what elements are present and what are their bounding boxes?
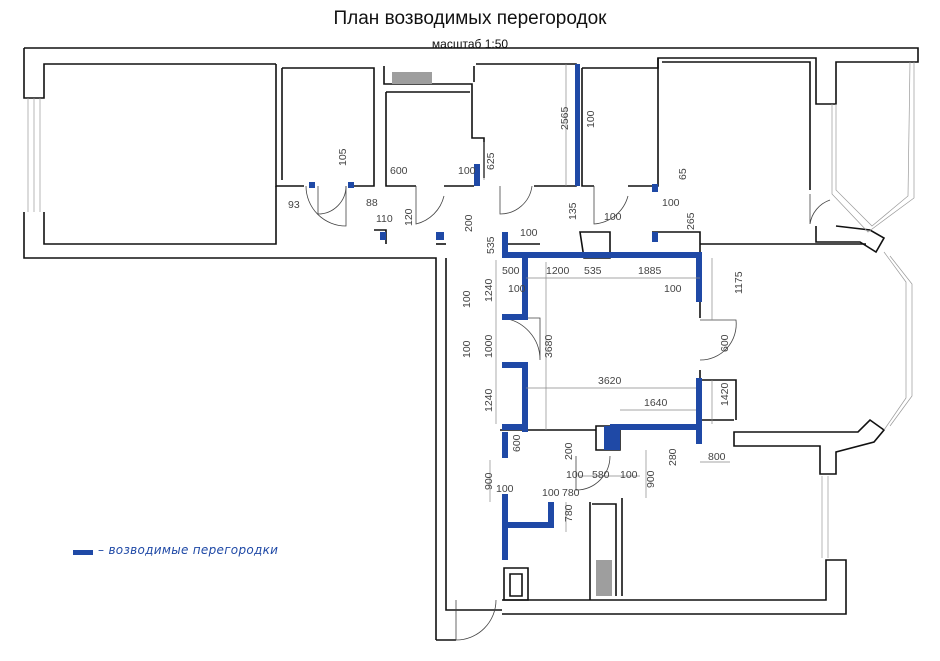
dim-label: 88 [366, 197, 378, 209]
dim-label: 100 [542, 487, 560, 499]
dim-label: 1200 [546, 265, 570, 277]
dim-label: 780 [563, 504, 575, 522]
dim-label: 535 [485, 236, 497, 254]
dim-label: 100 [461, 290, 473, 308]
new-partitions [309, 64, 702, 560]
dim-label: 100 [604, 211, 622, 223]
legend-text: возводимые перегородки [108, 543, 279, 557]
dim-label: 600 [390, 165, 408, 177]
dim-label: 1175 [733, 271, 745, 294]
dim-label: 93 [288, 199, 300, 211]
legend-swatch [73, 550, 93, 555]
dim-label: 100 [566, 469, 584, 481]
dim-label: 100 [585, 110, 597, 128]
dim-label: 100 [620, 469, 638, 481]
dimension-labels: 105 600 88 93 110 120 100 625 2565 100 2… [288, 106, 745, 522]
dim-label: 65 [677, 168, 689, 180]
dim-label: 3620 [598, 375, 622, 387]
dim-label: 1240 [483, 278, 495, 302]
dim-label: 1885 [638, 265, 662, 277]
dim-label: 625 [485, 152, 497, 170]
dim-label: 200 [463, 214, 475, 232]
dimension-lines [483, 64, 730, 532]
dim-label: 105 [337, 148, 349, 166]
dim-label: 100 [458, 165, 476, 177]
dim-label: 120 [403, 208, 415, 226]
dim-label: 780 [562, 487, 580, 499]
dim-label: 900 [483, 472, 495, 490]
dim-label: 135 [567, 202, 579, 220]
dim-label: 1420 [719, 382, 731, 406]
shafts [392, 72, 612, 596]
windows [27, 61, 915, 558]
legend-label: – возводимые перегородки [98, 543, 278, 557]
dim-label: 200 [563, 442, 575, 460]
dim-label: 280 [667, 448, 679, 466]
dim-label: 600 [719, 334, 731, 352]
dim-label: 535 [584, 265, 602, 277]
dim-label: 110 [376, 213, 393, 225]
dim-label: 1240 [483, 388, 495, 412]
dim-label: 3680 [543, 334, 555, 358]
inner-walls [275, 58, 811, 601]
dim-label: 1640 [644, 397, 668, 409]
dim-label: 100 [664, 283, 682, 295]
dim-label: 500 [502, 265, 520, 277]
dim-label: 800 [708, 451, 726, 463]
dim-label: 2565 [559, 106, 571, 130]
dim-label: 1000 [483, 334, 495, 358]
dim-label: 265 [685, 212, 697, 230]
dim-label: 100 [496, 483, 514, 495]
dim-label: 900 [645, 470, 657, 488]
dim-label: 600 [511, 434, 523, 452]
dim-label: 580 [592, 469, 610, 481]
dim-label: 100 [461, 340, 473, 358]
dim-label: 100 [508, 283, 526, 295]
plan-title: План возводимых перегородок [333, 8, 607, 29]
legend-dash: – [98, 543, 105, 557]
dim-label: 100 [662, 197, 680, 209]
dim-label: 100 [520, 227, 538, 239]
